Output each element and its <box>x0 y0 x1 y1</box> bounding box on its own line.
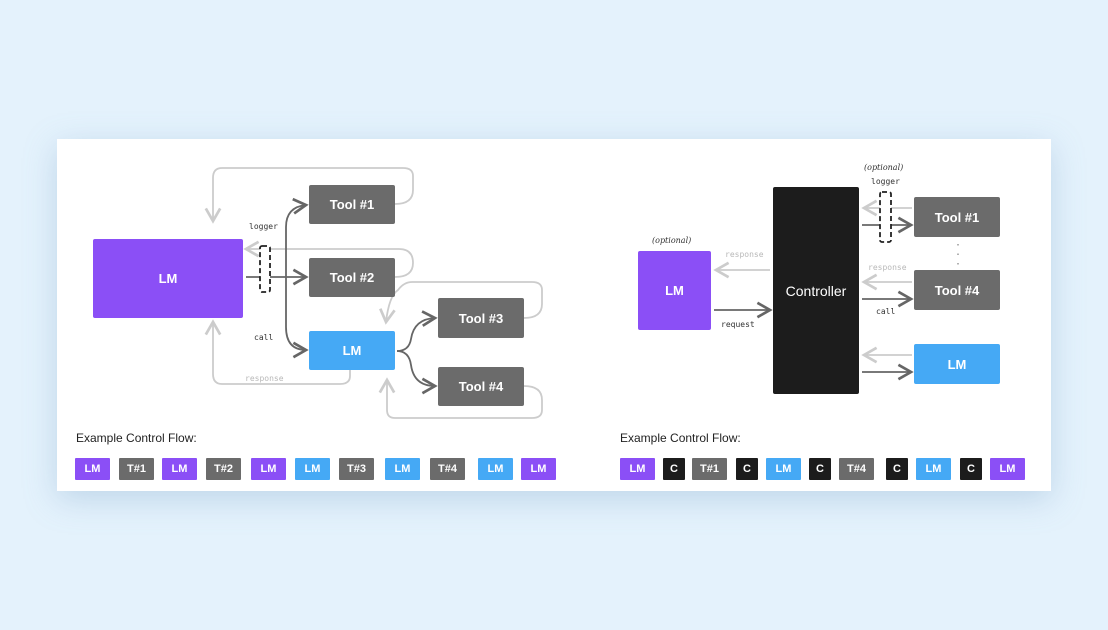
flow-chip-tool: T#1 <box>692 458 727 480</box>
left-tool-2: Tool #2 <box>309 258 395 297</box>
right-lm-optional: (optional) <box>652 236 692 245</box>
controller-box: Controller <box>773 187 859 394</box>
left-lm-box: LM <box>93 239 243 318</box>
flow-chip-controller: C <box>736 458 758 480</box>
flow-chip-controller: C <box>809 458 831 480</box>
flow-chip-sublm: LM <box>385 458 420 480</box>
right-tool-1: Tool #1 <box>914 197 1000 237</box>
left-call-label: call <box>254 333 274 342</box>
flow-chip-tool: T#4 <box>839 458 874 480</box>
right-tool-response-label: response <box>868 263 907 272</box>
right-logger-optional: (optional) <box>864 163 904 172</box>
flow-chip-lm: LM <box>620 458 655 480</box>
flow-chip-tool: T#2 <box>206 458 241 480</box>
right-logger-label: logger <box>871 177 900 186</box>
left-tool-4: Tool #4 <box>438 367 524 406</box>
flow-chip-lm: LM <box>251 458 286 480</box>
flow-chip-sublm: LM <box>478 458 513 480</box>
left-flow-heading: Example Control Flow: <box>76 431 197 445</box>
left-sub-lm-box: LM <box>309 331 395 370</box>
flow-chip-tool: T#1 <box>119 458 154 480</box>
left-logger-label: logger <box>249 222 278 231</box>
right-request-label: request <box>721 320 755 329</box>
left-call-arrows <box>246 197 438 395</box>
right-sub-lm-box: LM <box>914 344 1000 384</box>
flow-chip-tool: T#3 <box>339 458 374 480</box>
flow-chip-controller: C <box>886 458 908 480</box>
flow-chip-sublm: LM <box>916 458 951 480</box>
left-response-label: response <box>245 374 284 383</box>
flow-chip-lm: LM <box>990 458 1025 480</box>
flow-chip-tool: T#4 <box>430 458 465 480</box>
flow-chip-sublm: LM <box>766 458 801 480</box>
left-tool-1: Tool #1 <box>309 185 395 224</box>
flow-chip-controller: C <box>960 458 982 480</box>
right-logger-icon <box>879 191 892 243</box>
flow-chip-controller: C <box>663 458 685 480</box>
right-call-label: call <box>876 307 896 316</box>
left-response-arrows <box>204 167 543 419</box>
left-tool-3: Tool #3 <box>438 298 524 338</box>
left-logger-icon <box>259 245 271 293</box>
right-flow-heading: Example Control Flow: <box>620 431 741 445</box>
flow-chip-lm: LM <box>521 458 556 480</box>
right-lm-box: LM <box>638 251 711 330</box>
flow-chip-lm: LM <box>75 458 110 480</box>
right-response-label: response <box>725 250 764 259</box>
flow-chip-sublm: LM <box>295 458 330 480</box>
right-tool-4: Tool #4 <box>914 270 1000 310</box>
flow-chip-lm: LM <box>162 458 197 480</box>
